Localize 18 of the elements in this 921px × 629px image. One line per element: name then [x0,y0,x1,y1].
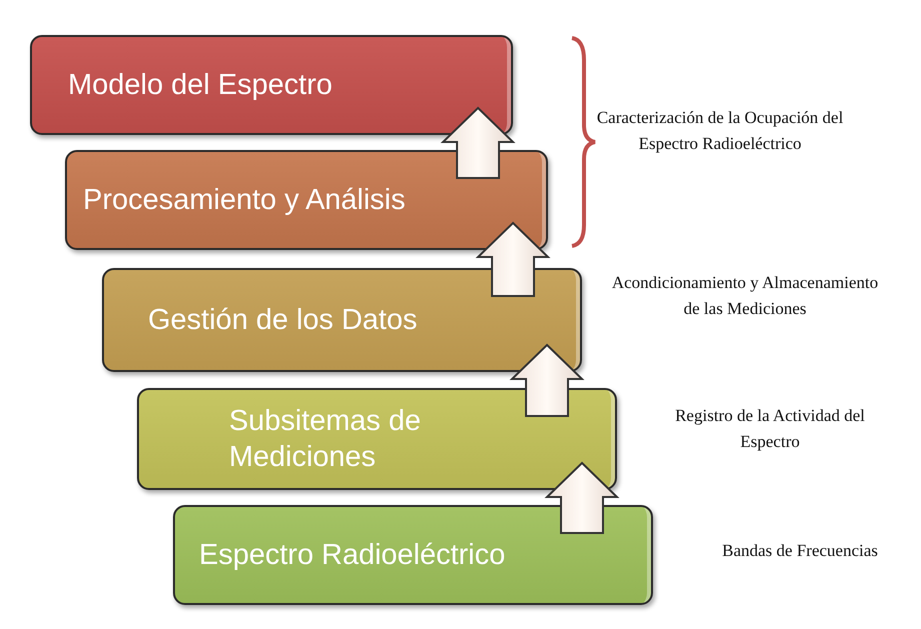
description-text: Acondicionamiento y Almacenamiento de las Mediciones [610,272,880,320]
description-text: Caracterización de la Ocupación del Espectro Radioeléctrico [596,107,844,155]
process-box [65,150,548,250]
block-arrow [476,222,550,297]
box-label: Procesamiento y Análisis [83,182,406,218]
block-arrow [510,344,584,417]
process-box [173,505,653,605]
process-box [30,35,513,135]
box-label: Modelo del Espectro [68,68,332,103]
description-text: Registro de la Actividad del Espectro [674,405,866,453]
description-text: Bandas de Frecuencias [721,540,879,562]
block-arrow [440,106,516,179]
process-box [102,268,582,372]
box-label: Subsitemas de Mediciones [229,404,422,475]
process-box [137,388,617,490]
box-label: Gestión de los Datos [148,302,418,338]
box-label: Espectro Radioeléctrico [199,538,506,573]
block-arrow [544,462,620,534]
